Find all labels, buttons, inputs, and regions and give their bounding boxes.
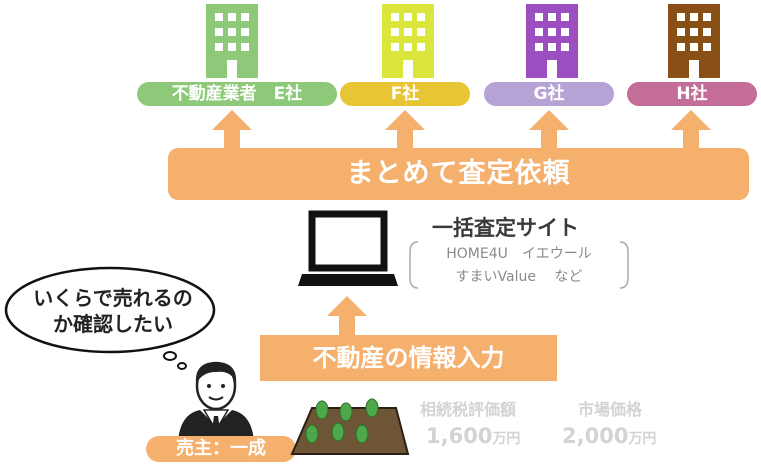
market-price-value: 2,000万円 [562, 424, 657, 448]
up-arrow-icon [671, 110, 711, 150]
site-title: 一括査定サイト [432, 216, 579, 240]
speech-line1: いくらで売れるの [33, 286, 193, 310]
bracket-frame [409, 241, 629, 289]
company-label-f: F社 [340, 82, 470, 106]
up-arrow-icon [327, 296, 367, 336]
building-icon-g [526, 4, 578, 78]
up-arrow-icon [385, 110, 425, 150]
company-label-h: H社 [627, 82, 757, 106]
property-info-input-box: 不動産の情報入力 [260, 335, 557, 381]
laptop-icon [298, 210, 398, 286]
building-icon-e [206, 4, 258, 78]
inheritance-tax-value-label: 相続税評価額 [420, 400, 517, 419]
inheritance-tax-value: 1,600万円 [426, 424, 521, 448]
market-price-label: 市場価格 [578, 400, 643, 419]
farmland-icon [290, 398, 410, 455]
building-icon-h [668, 4, 720, 78]
bulk-request-banner: まとめて査定依頼 [168, 148, 749, 200]
up-arrow-icon [212, 110, 252, 150]
speech-bubble [4, 266, 216, 370]
site-examples-line1: HOME4U イエウール [446, 246, 592, 262]
company-label-g: G社 [484, 82, 614, 106]
up-arrow-icon [529, 110, 569, 150]
speech-line2: か確認したい [53, 312, 173, 336]
company-label-e: 不動産業者 E社 [137, 82, 337, 106]
businessman-icon [178, 361, 254, 442]
building-icon-f [382, 4, 434, 78]
site-examples-line2: すまいValue など [455, 269, 583, 285]
seller-label: 売主：一成 [146, 436, 296, 462]
